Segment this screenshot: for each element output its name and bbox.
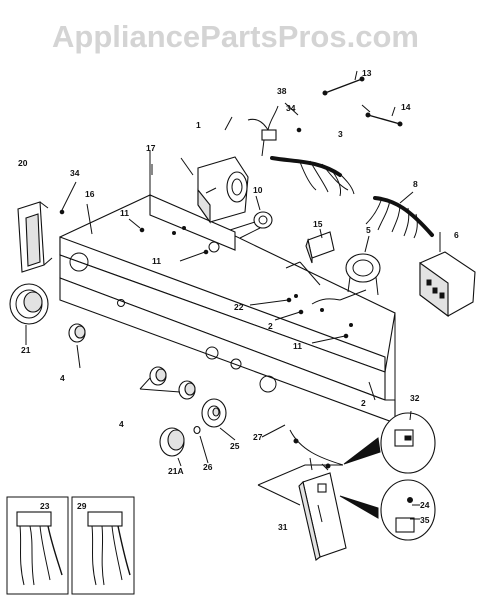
console-panel: [59, 194, 396, 424]
callout-21: 21: [21, 345, 31, 355]
selector-switch: [285, 231, 335, 286]
detail-24: [339, 479, 436, 541]
callout-24: 24: [420, 500, 430, 510]
watermark-text: AppliancePartsPros.com: [52, 19, 419, 54]
detail-32: [343, 412, 436, 474]
wire-harness-8: [365, 196, 434, 239]
callout-32: 32: [410, 393, 420, 403]
callout-21a: 21A: [168, 466, 184, 476]
callout-35: 35: [420, 515, 430, 525]
callout-11a: 11: [120, 208, 129, 218]
callout-15: 15: [313, 219, 323, 229]
callout-13: 13: [362, 68, 372, 78]
callout-2a: 2: [268, 321, 273, 331]
fuse-14: [365, 112, 403, 127]
callout-11c: 11: [293, 341, 302, 351]
inset-23: [6, 496, 69, 595]
timer-part: [197, 156, 249, 224]
pressure-switch: [311, 253, 381, 305]
callout-31: 31: [278, 522, 288, 532]
panel-bracket: [149, 150, 236, 251]
callout-labels: 1 2 2 3 4 4 5 6 8 10 11 11 11 13 14 15 1…: [18, 68, 459, 532]
callout-38: 38: [277, 86, 287, 96]
callout-11b: 11: [152, 256, 161, 266]
rotary-switch: [229, 211, 273, 239]
callout-20: 20: [18, 158, 28, 168]
dial-25: [201, 398, 227, 428]
inset-29: [71, 496, 135, 595]
callout-17: 17: [146, 143, 156, 153]
callout-5: 5: [366, 225, 371, 235]
callout-22: 22: [234, 302, 244, 312]
control-board: [419, 251, 476, 318]
callout-23: 23: [40, 501, 50, 511]
callout-26: 26: [203, 462, 213, 472]
connector-38: [247, 105, 279, 157]
washer-26: [193, 425, 201, 435]
callout-10: 10: [253, 185, 263, 195]
bracket-20: [17, 201, 53, 273]
knob-21a: [159, 427, 185, 457]
leader-lines: [25, 70, 441, 523]
knob-21: [9, 283, 49, 325]
wire-harness-3: [270, 156, 355, 197]
lower-harness: [257, 429, 344, 506]
callout-8: 8: [413, 179, 418, 189]
callout-27: 27: [253, 432, 263, 442]
callout-6: 6: [454, 230, 459, 240]
callout-4b: 4: [119, 419, 124, 429]
callout-3: 3: [338, 129, 343, 139]
knob-pair-4: [149, 366, 196, 400]
callout-4a: 4: [60, 373, 65, 383]
callout-14: 14: [401, 102, 411, 112]
callout-29: 29: [77, 501, 87, 511]
callout-1: 1: [196, 120, 201, 130]
callout-34a: 34: [70, 168, 80, 178]
callout-34b: 34: [286, 103, 296, 113]
fuse-13: [322, 76, 365, 96]
knob-4: [68, 323, 86, 343]
callout-25: 25: [230, 441, 240, 451]
callout-2b: 2: [361, 398, 366, 408]
callout-16: 16: [85, 189, 95, 199]
bracket-31: [298, 457, 347, 561]
